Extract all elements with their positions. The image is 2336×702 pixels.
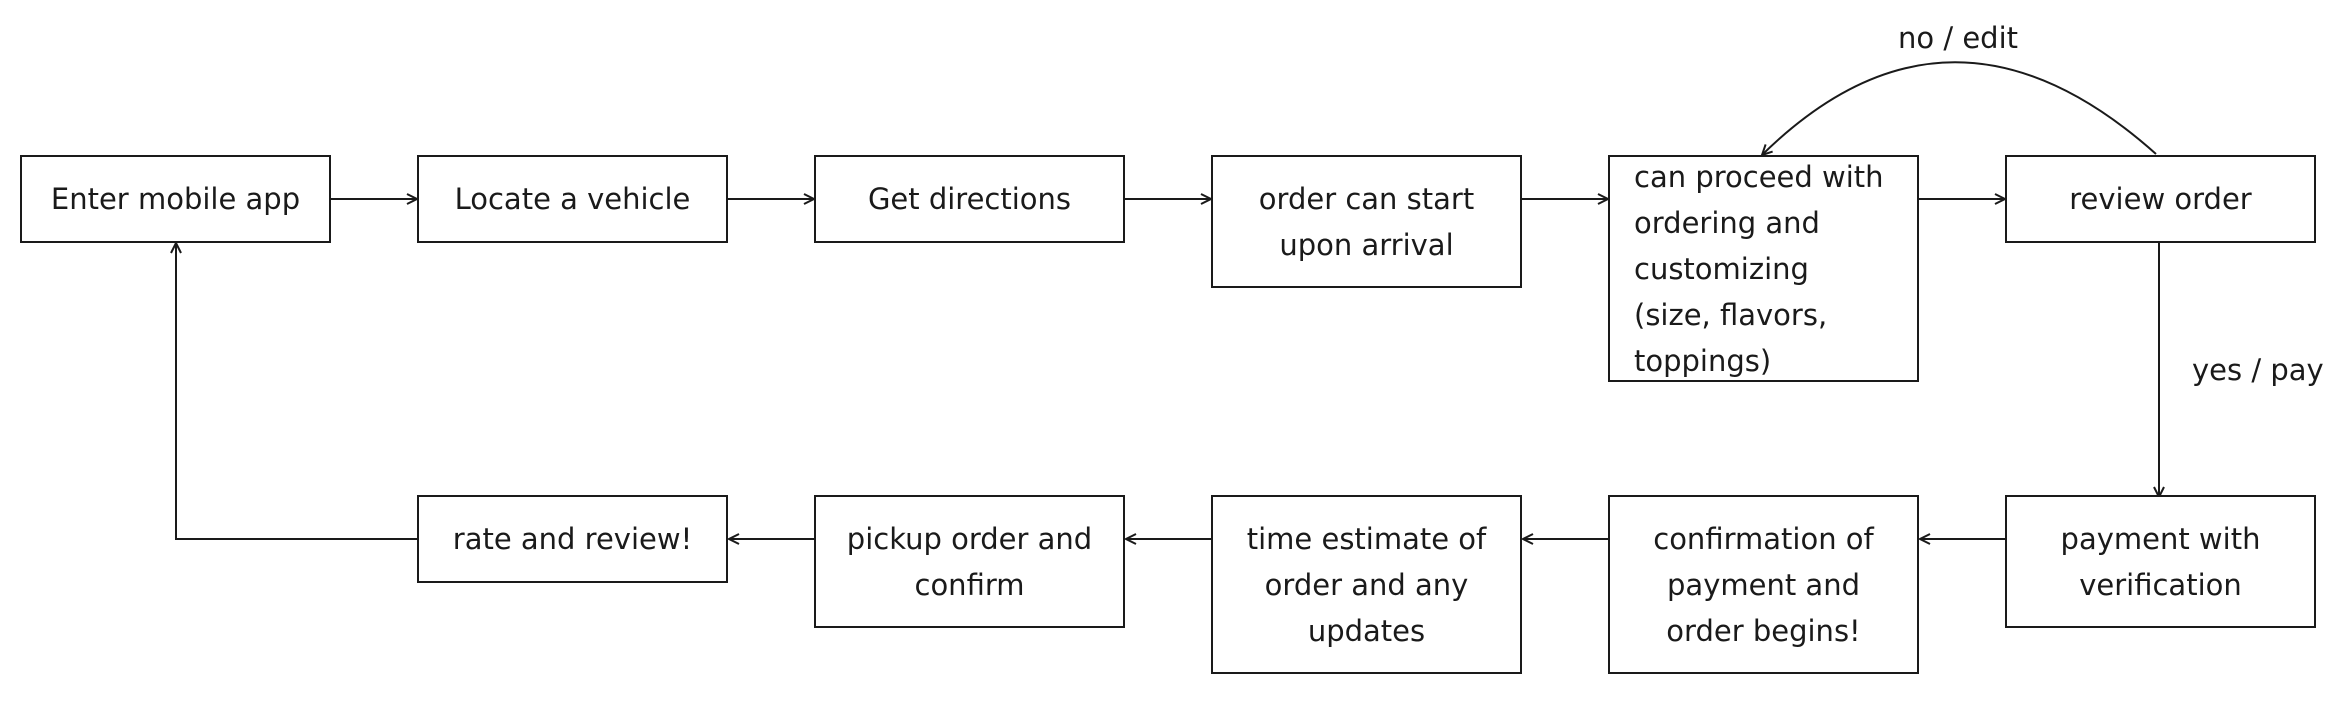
node-label: confirmation of payment and order begins… [1653, 521, 1874, 648]
node-label: order can start upon arrival [1258, 181, 1475, 262]
node-label: Get directions [867, 182, 1072, 216]
node-label: Enter mobile app [50, 182, 301, 216]
node-label: Locate a vehicle [454, 182, 691, 216]
node-proceed-ordering: can proceed with ordering and customizin… [1608, 155, 1919, 382]
node-locate-vehicle: Locate a vehicle [417, 155, 728, 243]
node-label: payment with verification [2060, 521, 2261, 602]
node-label: can proceed with ordering and customizin… [1634, 159, 1884, 378]
edge-label-yes-pay: yes / pay [2192, 353, 2324, 387]
node-label: rate and review! [452, 522, 693, 556]
node-label: time estimate of order and any updates [1246, 521, 1487, 648]
node-enter-mobile-app: Enter mobile app [20, 155, 331, 243]
edge-label-no-edit: no / edit [1898, 21, 2019, 55]
node-time-estimate: time estimate of order and any updates [1211, 495, 1522, 674]
node-label: review order [2069, 182, 2252, 216]
node-rate-review: rate and review! [417, 495, 728, 583]
arrow-review-loop-back [1762, 61, 2157, 155]
arrow-rate-to-enter [176, 243, 417, 540]
node-payment-verification: payment with verification [2005, 495, 2316, 628]
node-get-directions: Get directions [814, 155, 1125, 243]
node-label: pickup order and confirm [846, 521, 1093, 602]
node-order-start: order can start upon arrival [1211, 155, 1522, 288]
node-pickup-order: pickup order and confirm [814, 495, 1125, 628]
node-confirmation: confirmation of payment and order begins… [1608, 495, 1919, 674]
node-review-order: review order [2005, 155, 2316, 243]
